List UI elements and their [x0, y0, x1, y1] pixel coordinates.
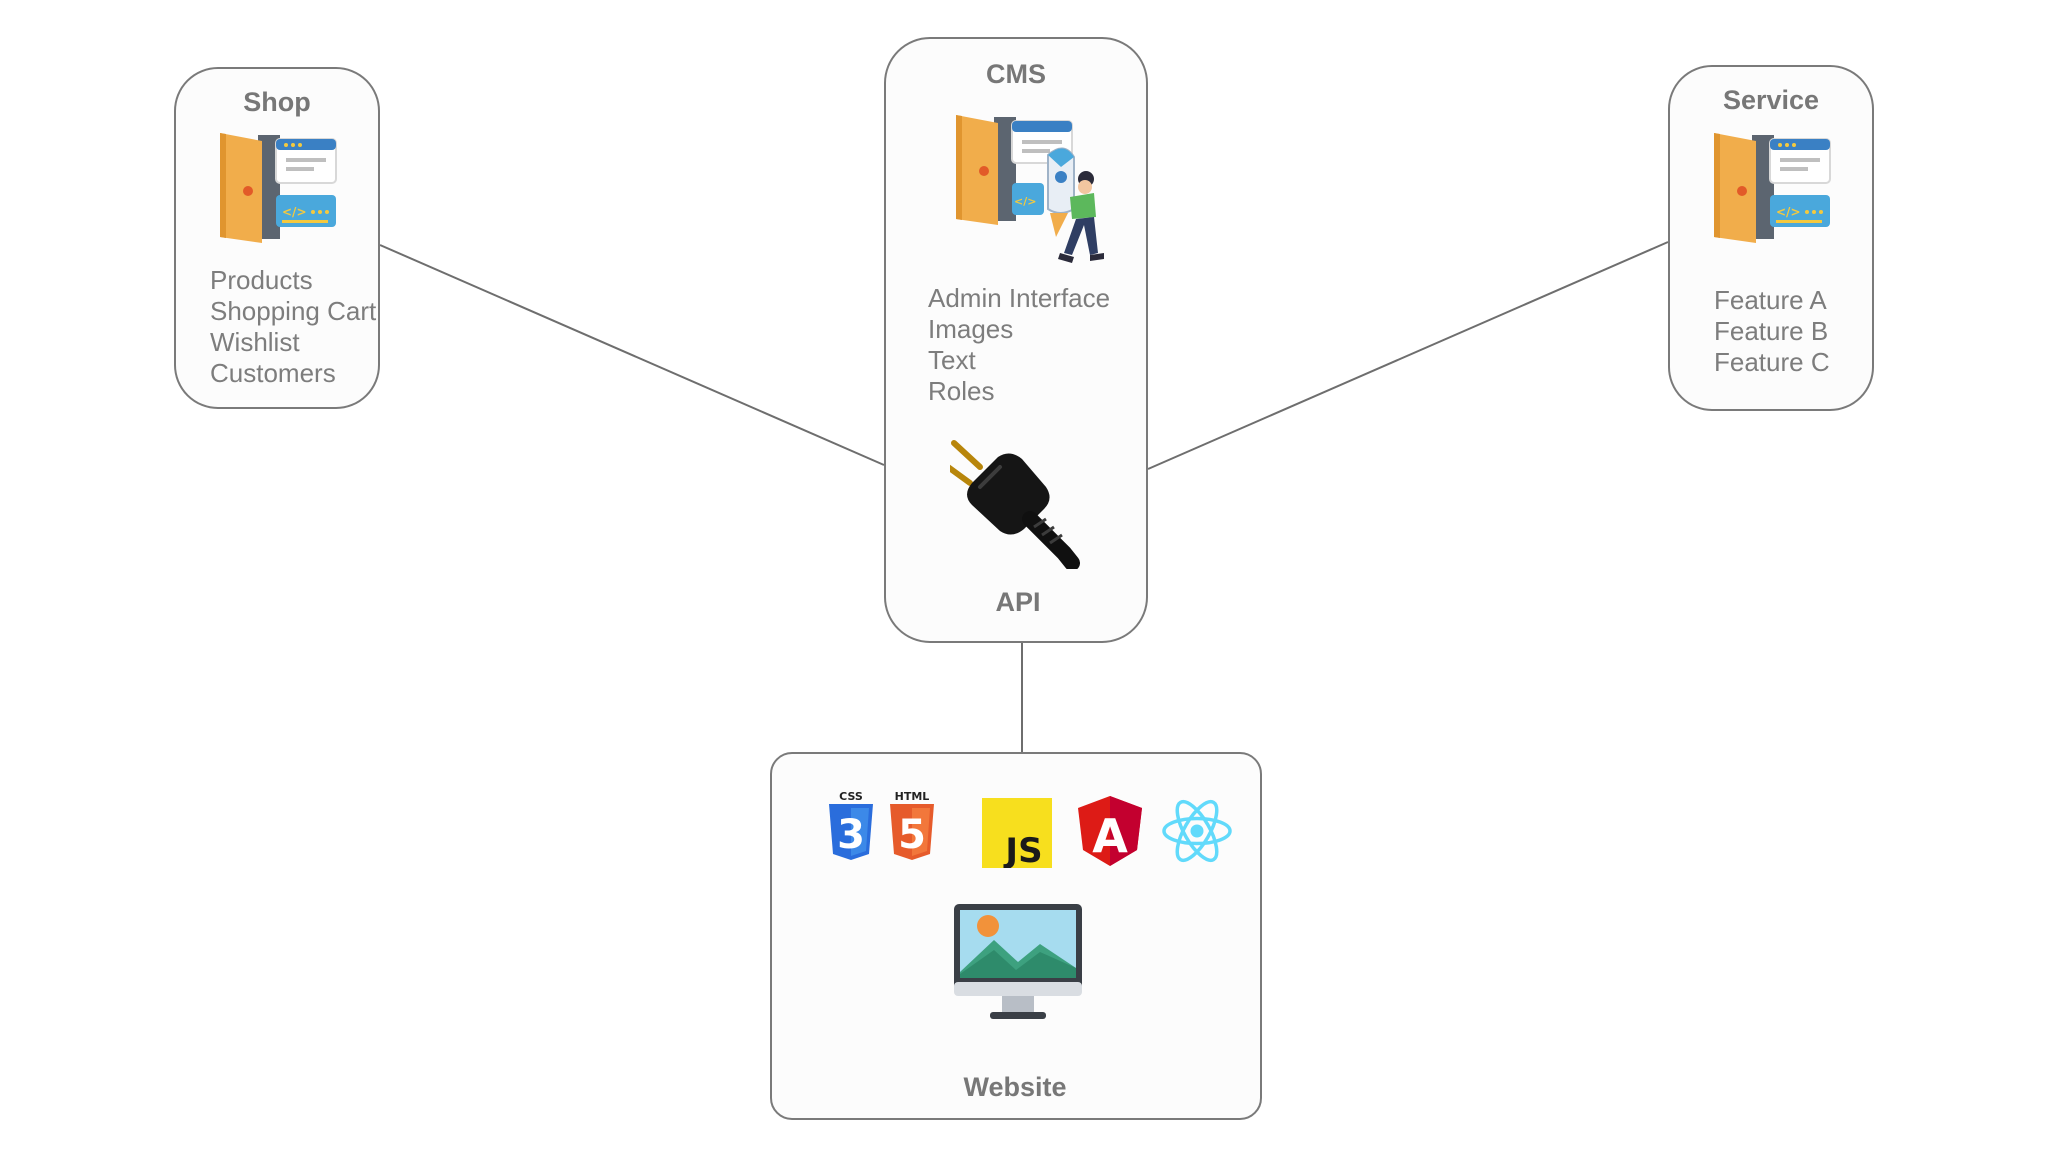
css-logo-numeral: 3 [837, 812, 865, 858]
website-title: Website [963, 1072, 1067, 1102]
website-node[interactable]: CSS 3 HTML 5 JS A Website [770, 752, 1262, 1120]
html5-logo: HTML 5 [890, 790, 934, 860]
svg-text:</>: </> [282, 205, 307, 219]
shop-node[interactable]: Shop </> Products Shopping Cart Wishlist… [174, 67, 380, 409]
door-code-icon: </> [1714, 133, 1831, 243]
service-title: Service [1722, 85, 1820, 115]
list-item: Text [928, 345, 976, 375]
svg-text:</>: </> [1014, 195, 1036, 208]
shop-feature-list: Products Shopping Cart Wishlist Customer… [210, 265, 376, 389]
angular-logo-text: A [1092, 809, 1128, 863]
javascript-logo: JS [982, 798, 1052, 868]
html-logo-numeral: 5 [898, 812, 926, 858]
svg-text:</>: </> [1776, 205, 1801, 219]
cms-title: CMS [986, 59, 1046, 89]
css-logo-text: CSS [839, 790, 863, 803]
list-item: Images [928, 314, 1014, 344]
cms-feature-list: Admin Interface Images Text Roles [928, 283, 1110, 407]
list-item: Products [210, 265, 313, 295]
service-node[interactable]: Service </> Feature A Feature B Feature … [1668, 65, 1874, 411]
list-item: Feature A [1714, 285, 1827, 315]
service-cms-connector [1147, 241, 1669, 470]
angular-logo: A [1078, 796, 1142, 866]
list-item: Customers [210, 358, 336, 388]
list-item: Wishlist [210, 327, 300, 357]
list-item: Shopping Cart [210, 296, 377, 326]
monitor-icon [954, 904, 1082, 1019]
door-code-icon: </> [220, 133, 337, 243]
shop-cms-connector [379, 244, 885, 466]
cms-node[interactable]: CMS </> Admin Interface Images Text Role… [884, 37, 1148, 643]
html-logo-text: HTML [895, 790, 930, 803]
service-feature-list: Feature A Feature B Feature C [1714, 285, 1830, 378]
power-plug-icon [950, 440, 1080, 569]
shop-title: Shop [243, 87, 311, 117]
list-item: Roles [928, 376, 995, 406]
react-logo [1162, 799, 1232, 863]
list-item: Admin Interface [928, 283, 1111, 313]
list-item: Feature B [1714, 316, 1829, 346]
api-label: API [995, 587, 1041, 617]
rocket-person-icon: </> [956, 115, 1104, 263]
list-item: Feature C [1714, 347, 1830, 377]
css3-logo: CSS 3 [829, 790, 873, 860]
js-logo-text: JS [1003, 831, 1042, 868]
